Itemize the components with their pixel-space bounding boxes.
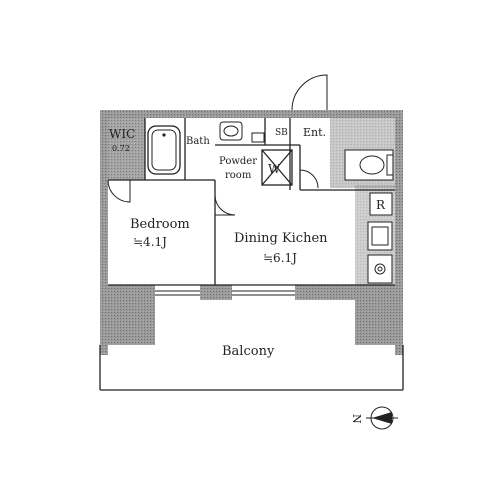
cooktop [367, 254, 393, 284]
washer-symbol: W [268, 162, 281, 176]
washbasin [219, 121, 243, 141]
wic-label: WIC [109, 127, 135, 141]
powder-room-label: Powder [219, 156, 257, 167]
bedroom-label: Bedroom [130, 217, 190, 232]
refrigerator-symbol: R [376, 198, 386, 212]
powder-toilet [251, 132, 265, 143]
wic-area: 0.72 [112, 144, 130, 153]
windows [155, 290, 295, 296]
bathtub [147, 125, 181, 175]
kitchen-sink [367, 221, 393, 251]
shoebox-label: SB [275, 128, 288, 138]
compass-north-label: N [350, 414, 363, 424]
balcony-outline [99, 345, 404, 391]
powder-room-label-2: room [225, 170, 252, 181]
refrigerator [369, 192, 393, 216]
interior-walls [108, 118, 395, 286]
entrance-toilet [344, 149, 394, 181]
balcony-label: Balcony [222, 344, 275, 359]
bedroom-area: ≒4.1J [133, 235, 167, 249]
entrance-label: Ent. [303, 126, 326, 139]
dining-kitchen-label: Dining Kichen [234, 231, 328, 246]
bath-label: Bath [186, 136, 210, 147]
compass: N [350, 406, 398, 430]
doors [107, 74, 328, 216]
dining-kitchen-area: ≒6.1J [263, 251, 297, 265]
